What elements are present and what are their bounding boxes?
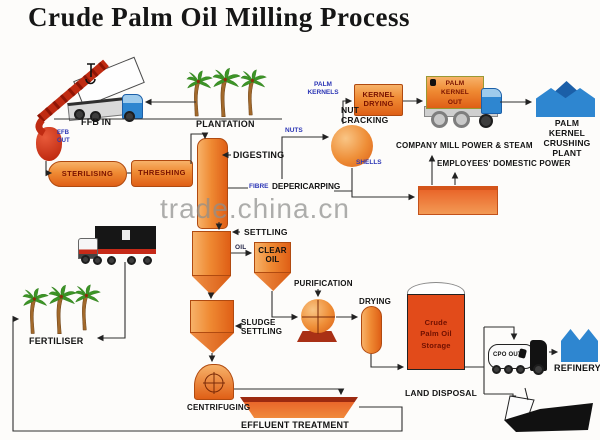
pk-truck-cab bbox=[481, 88, 502, 114]
efb-truck-wheel bbox=[107, 256, 116, 265]
kernel-drier-label: KERNEL DRYING bbox=[362, 90, 395, 108]
label-palm-kernels: PALM KERNELS bbox=[307, 81, 339, 96]
label-digesting: DIGESTING bbox=[233, 150, 285, 160]
kernel-drier: KERNEL DRYING bbox=[354, 84, 403, 116]
label-plantation: PLANTATION bbox=[196, 119, 255, 129]
efb-truck-wheel bbox=[81, 255, 90, 264]
pk-truck-wheel bbox=[453, 111, 470, 128]
label-domestic-power: EMPLOYEES' DOMESTIC POWER bbox=[437, 159, 571, 168]
label-shells: SHELLS bbox=[356, 159, 382, 166]
pk-truck-wheel bbox=[479, 114, 493, 128]
palm-tree-icon bbox=[240, 69, 267, 116]
clear-oil-tank bbox=[254, 242, 291, 273]
boiler bbox=[418, 186, 498, 215]
label-drying: DRYING bbox=[359, 297, 392, 306]
cpo-truck-wheel bbox=[504, 365, 513, 374]
cpo-truck-wheel bbox=[492, 365, 501, 374]
label-nut-cracking: NUT CRACKING bbox=[341, 105, 389, 126]
steriliser-vessel: STERILISING bbox=[48, 161, 127, 187]
label-fertiliser: FERTILISER bbox=[29, 336, 84, 346]
label-settling: SETTLING bbox=[244, 227, 288, 237]
refinery-building bbox=[561, 329, 580, 362]
ffb-truck-wheel bbox=[124, 111, 135, 122]
vacuum-drier bbox=[361, 306, 382, 354]
efb-truck-wheel bbox=[127, 256, 136, 265]
cpo-storage-text: Crude Palm Oil Storage bbox=[420, 318, 452, 350]
label-company-power: COMPANY MILL POWER & STEAM bbox=[396, 141, 533, 150]
cpo-truck-text: CPO OUT bbox=[493, 352, 522, 358]
label-fibre: FIBRE bbox=[249, 183, 269, 190]
watermark: trade.china.cn bbox=[160, 193, 350, 224]
label-ffb-in: FFB IN bbox=[81, 117, 112, 127]
label-purification: PURIFICATION bbox=[294, 279, 353, 288]
efb-truck-wheel bbox=[93, 256, 102, 265]
clear-oil-text: CLEAR OIL bbox=[258, 246, 287, 265]
label-crushing-plant: PALM KERNEL CRUSHING PLANT bbox=[543, 118, 591, 159]
label-refinery: REFINERY bbox=[554, 363, 600, 373]
label-land-disposal: LAND DISPOSAL bbox=[405, 388, 478, 398]
sludge-settling-tank-cone bbox=[190, 333, 234, 353]
thresher-label: THRESHING bbox=[138, 168, 186, 178]
centrifuge bbox=[194, 364, 234, 400]
thresher-vessel: THRESHING bbox=[131, 160, 193, 187]
purifier-sphere bbox=[301, 299, 335, 333]
refinery-building bbox=[579, 329, 598, 362]
settling-tank bbox=[192, 231, 231, 276]
label-efb-out: EFB OUT bbox=[57, 130, 70, 145]
cpo-truck-wheel bbox=[516, 365, 525, 374]
palm-tree-icon bbox=[212, 67, 241, 117]
efb-truck-stripe bbox=[95, 249, 156, 254]
label-centrifuging: CENTRIFUGING bbox=[187, 403, 251, 412]
efb-truck-wheel bbox=[143, 256, 152, 265]
ship-icon bbox=[504, 387, 593, 432]
cpo-truck-wheel bbox=[533, 364, 544, 375]
cpo-storage-body bbox=[407, 294, 465, 370]
palm-tree-icon bbox=[74, 284, 101, 331]
sludge-settling-tank bbox=[190, 300, 234, 333]
palm-tree-icon bbox=[186, 70, 213, 117]
label-sludge-settling: SLUDGE SETTLING bbox=[241, 318, 283, 337]
diagram-title: Crude Palm Oil Milling Process bbox=[28, 2, 410, 32]
label-oil: OIL bbox=[235, 244, 247, 251]
label-nuts: NUTS bbox=[285, 127, 303, 134]
label-effluent-treatment: EFFLUENT TREATMENT bbox=[241, 420, 349, 430]
steriliser-label: STERILISING bbox=[61, 168, 114, 178]
pk-truck-text: PALM KERNEL OUT bbox=[441, 80, 469, 106]
efb-truck-logo bbox=[122, 230, 130, 240]
settling-tank-cone bbox=[192, 276, 231, 296]
cpo-truck-cab bbox=[530, 340, 547, 371]
pk-truck-logo bbox=[430, 79, 436, 86]
pk-truck-wheel bbox=[431, 111, 448, 128]
palm-tree-icon bbox=[22, 287, 49, 334]
cpo-truck-tank bbox=[488, 344, 535, 369]
nut-cracker-sphere bbox=[331, 125, 373, 167]
label-depericarping: DEPERICARPING bbox=[272, 182, 341, 191]
effluent-pond bbox=[240, 397, 358, 418]
clear-oil-tank-cone bbox=[254, 273, 291, 291]
